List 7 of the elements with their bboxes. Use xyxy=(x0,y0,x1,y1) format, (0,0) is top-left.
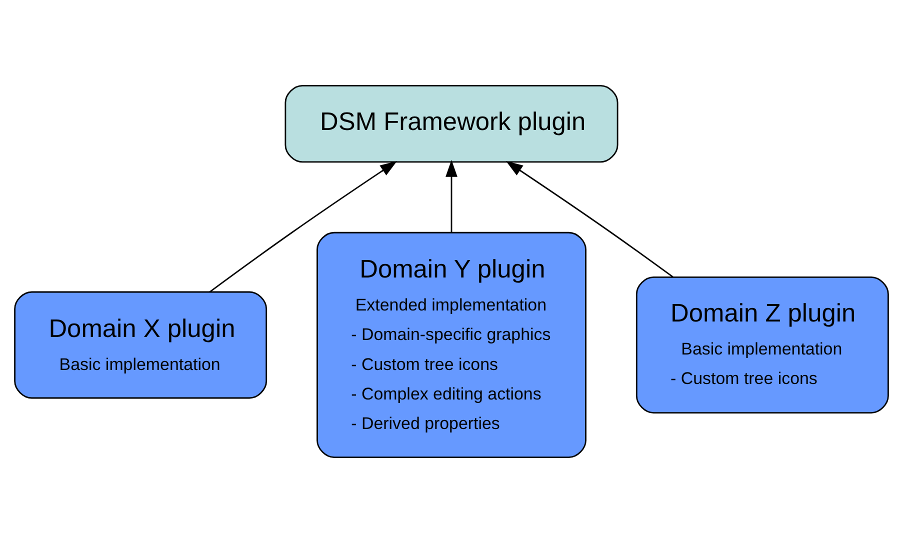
node-box: Domain X plugin Basic implementation xyxy=(14,291,268,399)
node-box: DSM Framework plugin xyxy=(284,84,618,163)
arrow xyxy=(209,161,398,292)
node-box: Domain Z plugin Basic implementation - Custom tree icons xyxy=(636,276,889,414)
arrow xyxy=(446,160,458,232)
arrow xyxy=(506,161,674,278)
node-box: Domain Y plugin Extended implementation - Domain-specific graphics - Custom tree icons - Complex editing actions - Derived properties xyxy=(316,232,586,458)
